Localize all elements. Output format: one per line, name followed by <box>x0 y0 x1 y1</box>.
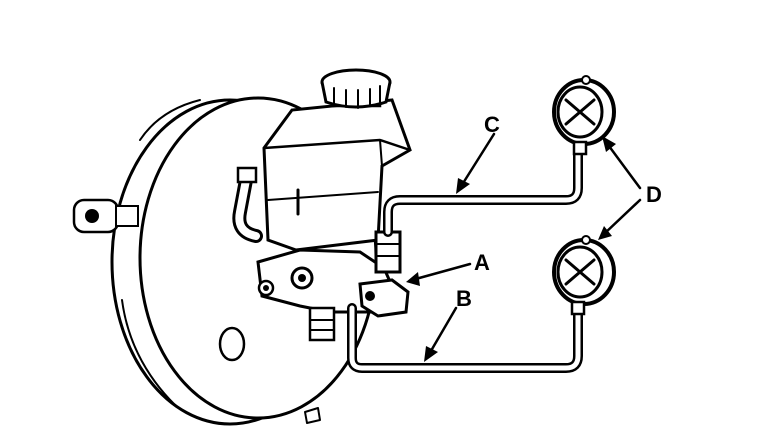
leader-arrow-d-upper <box>602 136 642 190</box>
callout-b: B <box>456 286 472 311</box>
callout-d: D <box>646 182 662 207</box>
callout-a: A <box>474 250 490 275</box>
leader-arrow-a <box>406 262 472 286</box>
callout-c: C <box>484 112 500 137</box>
brake-line-b <box>347 303 583 373</box>
pressure-gauge-lower <box>552 235 616 316</box>
booster-mounting-hole <box>218 326 246 362</box>
adapter-fitting <box>374 230 402 274</box>
leader-arrow-b <box>424 306 458 362</box>
brake-line-c <box>383 145 583 237</box>
vacuum-hose-elbow <box>232 166 263 243</box>
master-cylinder <box>256 248 410 342</box>
push-rod-clevis <box>72 198 139 234</box>
reservoir-cap <box>320 68 392 109</box>
pressure-gauge-upper <box>552 75 616 156</box>
leader-arrow-d-lower <box>598 198 642 240</box>
leader-arrow-c <box>456 132 496 194</box>
